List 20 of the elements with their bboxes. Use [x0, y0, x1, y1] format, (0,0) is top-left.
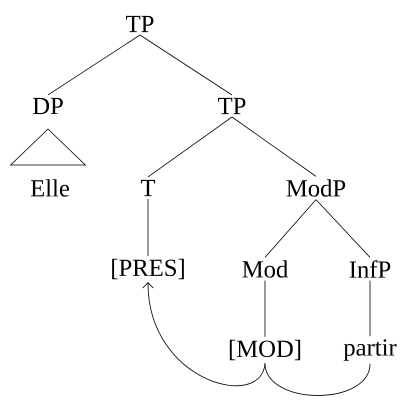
- tree-node-label: Elle: [30, 179, 70, 197]
- tree-node-label: [PRES]: [112, 258, 184, 280]
- branch-line: [140, 34, 232, 96]
- movement-line: [264, 362, 370, 396]
- tree-node-label: TP: [218, 98, 246, 114]
- tree-node-label: [MOD]: [230, 340, 300, 360]
- branch-line: [232, 116, 316, 177]
- branch-line: [48, 34, 140, 96]
- tree-node-label: partir: [344, 339, 396, 361]
- tree-node-label: Mod: [242, 260, 288, 278]
- branch-line: [316, 199, 370, 258]
- tree-node-label: DP: [32, 98, 63, 114]
- branch-line: [264, 199, 316, 258]
- tree-node-label: ModP: [286, 179, 346, 197]
- tree-node-label: InfP: [350, 260, 390, 278]
- tree-node-label: T: [140, 180, 156, 196]
- tree-node-label: TP: [126, 16, 154, 32]
- branch-line: [148, 116, 232, 178]
- branch-line: [264, 280, 266, 338]
- movement-arrow: [142, 282, 266, 386]
